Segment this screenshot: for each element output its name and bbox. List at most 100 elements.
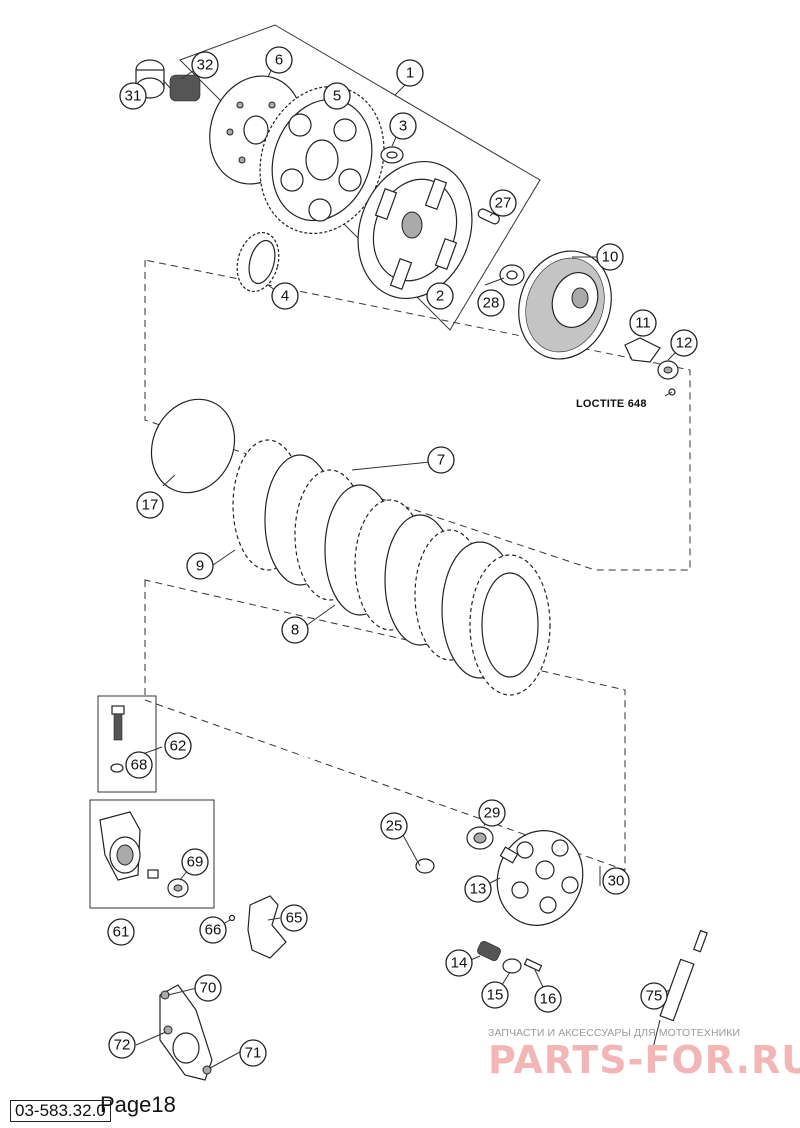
part-slave-cylinder-cover <box>159 984 213 1081</box>
svg-text:13: 13 <box>470 881 487 898</box>
svg-text:4: 4 <box>281 288 289 305</box>
part-slave-cylinder <box>99 811 189 898</box>
callout-32: 32 <box>191 51 219 79</box>
svg-text:72: 72 <box>114 1037 131 1054</box>
part-gasket <box>247 895 287 959</box>
svg-text:68: 68 <box>131 757 148 774</box>
callout-15: 15 <box>481 981 509 1009</box>
svg-text:2: 2 <box>436 288 444 305</box>
callout-69: 69 <box>181 848 209 876</box>
callout-10: 10 <box>596 243 624 271</box>
svg-text:7: 7 <box>437 452 445 469</box>
callout-28: 28 <box>477 289 505 317</box>
svg-text:69: 69 <box>187 854 204 871</box>
svg-text:65: 65 <box>286 910 303 927</box>
callout-4: 4 <box>271 282 299 310</box>
svg-text:28: 28 <box>483 295 500 312</box>
svg-text:3: 3 <box>399 118 407 135</box>
frame-clutch-pack-upper <box>144 259 691 571</box>
callout-8: 8 <box>281 616 309 644</box>
svg-text:27: 27 <box>495 195 512 212</box>
callout-75: 75 <box>640 982 668 1010</box>
callout-30: 30 <box>602 867 630 895</box>
svg-text:16: 16 <box>540 991 557 1008</box>
svg-text:70: 70 <box>200 980 217 997</box>
part-66 <box>228 914 236 922</box>
svg-text:66: 66 <box>205 922 222 939</box>
svg-text:71: 71 <box>245 1045 262 1062</box>
svg-text:61: 61 <box>113 924 130 941</box>
svg-text:10: 10 <box>602 249 619 266</box>
callout-27: 27 <box>489 189 517 217</box>
part-clutch-basket <box>357 160 473 300</box>
part-screw <box>523 958 543 972</box>
part-bleed-syringe <box>649 929 708 1061</box>
watermark-tagline: ЗАПЧАСТИ И АКСЕССУАРЫ ДЛЯ МОТОТЕХНИКИ <box>488 1027 741 1039</box>
svg-text:30: 30 <box>608 873 625 890</box>
part-inner-hub <box>518 250 612 360</box>
callout-72: 72 <box>108 1031 136 1059</box>
svg-text:62: 62 <box>170 738 187 755</box>
callout-29: 29 <box>478 799 506 827</box>
svg-text:25: 25 <box>386 818 403 835</box>
callout-68: 68 <box>125 751 153 779</box>
svg-text:29: 29 <box>484 805 501 822</box>
frame-group-61 <box>89 799 215 909</box>
svg-text:32: 32 <box>197 57 214 74</box>
svg-text:8: 8 <box>291 622 299 639</box>
svg-text:31: 31 <box>125 88 142 105</box>
loctite-note: LOCTITE 648 <box>576 398 647 410</box>
part-washer <box>499 264 525 286</box>
part-small-bush <box>380 146 404 164</box>
callout-25: 25 <box>380 812 408 840</box>
part-needle-bearing <box>169 74 201 102</box>
callout-6: 6 <box>265 46 293 74</box>
callout-12: 12 <box>670 329 698 357</box>
callout-14: 14 <box>445 949 473 977</box>
callout-70: 70 <box>194 974 222 1002</box>
part-spring-washer <box>502 958 522 974</box>
callout-7: 7 <box>427 446 455 474</box>
callout-9: 9 <box>186 552 214 580</box>
svg-text:9: 9 <box>196 558 204 575</box>
callout-13: 13 <box>464 875 492 903</box>
svg-text:15: 15 <box>487 987 504 1004</box>
frame-group-62 <box>97 695 157 793</box>
callout-5: 5 <box>323 82 351 110</box>
callout-1: 1 <box>396 59 424 87</box>
callout-31: 31 <box>119 82 147 110</box>
callout-71: 71 <box>239 1039 267 1067</box>
callout-65: 65 <box>280 904 308 932</box>
part-nut <box>657 360 679 396</box>
callout-3: 3 <box>389 112 417 140</box>
callout-17: 17 <box>136 491 164 519</box>
svg-text:75: 75 <box>646 988 663 1005</box>
part-primary-gear <box>259 85 385 235</box>
callout-62: 62 <box>164 732 192 760</box>
svg-text:11: 11 <box>635 315 651 332</box>
svg-text:14: 14 <box>451 955 468 972</box>
part-idler-gear <box>236 231 280 293</box>
part-o-ring <box>150 398 236 494</box>
part-pin <box>477 208 500 225</box>
part-clutch-plates <box>232 439 551 696</box>
part-clutch-spring <box>477 941 501 961</box>
part-tab-washer <box>624 337 661 363</box>
svg-text:6: 6 <box>275 52 283 69</box>
part-pressure-plate <box>496 830 584 926</box>
svg-text:5: 5 <box>333 88 341 105</box>
watermark: ЗАПЧАСТИ И АКСЕССУАРЫ ДЛЯ МОТОТЕХНИКИ PA… <box>488 1027 800 1082</box>
page-label: Page18 <box>100 1092 176 1117</box>
document-number: 03-583.32.0 <box>10 1100 111 1122</box>
watermark-brand: PARTS-FOR.RU <box>488 1038 800 1082</box>
callout-16: 16 <box>534 985 562 1013</box>
callout-66: 66 <box>199 916 227 944</box>
part-bleeder-screw <box>110 705 125 773</box>
part-push-rod <box>267 721 435 874</box>
svg-text:12: 12 <box>676 335 693 352</box>
svg-text:17: 17 <box>142 497 159 514</box>
part-release-bearing <box>466 826 494 850</box>
svg-text:1: 1 <box>406 65 414 82</box>
callout-11: 11 <box>629 309 657 337</box>
